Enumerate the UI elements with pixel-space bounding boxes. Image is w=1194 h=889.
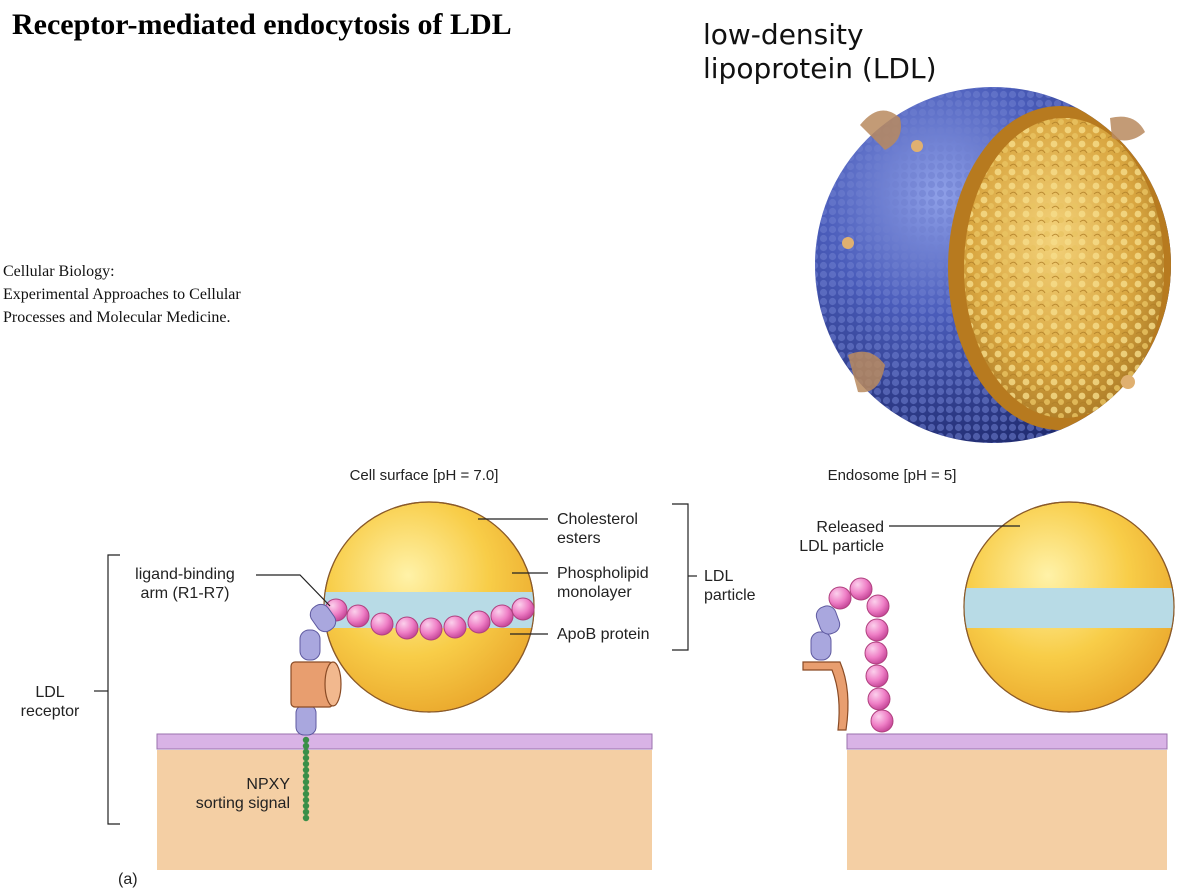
label-ldl-particle-line-1: LDL — [704, 568, 734, 585]
bead-left-9 — [511, 597, 535, 621]
panel-left-header: Cell surface [pH = 7.0] — [350, 467, 499, 484]
ligand-beads-left — [324, 597, 535, 641]
citation: Cellular Biology: Experimental Approache… — [3, 260, 241, 329]
ldl-receptor-right — [802, 577, 894, 733]
receptor-domain-2 — [309, 603, 337, 633]
label-receptor-line-1: LDL — [35, 684, 65, 701]
callout-lines-left — [94, 503, 697, 825]
page-title: Receptor-mediated endocytosis of LDL — [12, 8, 512, 41]
label-npxy-line-1: NPXY — [246, 776, 290, 793]
bead-left-3 — [370, 612, 394, 636]
label-ligand-binding-arm: ligand-binding arm (R1-R7) — [120, 565, 250, 603]
label-released-line-1: Released — [816, 519, 884, 536]
citation-line-1: Cellular Biology: — [3, 263, 115, 280]
figure-label: (a) — [118, 871, 138, 888]
bead-left-2 — [346, 604, 370, 628]
label-ligand-arm-line-2: arm (R1-R7) — [140, 585, 230, 602]
citation-line-2: Experimental Approaches to Cellular — [3, 286, 241, 303]
apob-patch-1 — [860, 110, 901, 150]
label-phospholipid-line-1: Phospholipid — [557, 565, 649, 582]
ldl-receptor-left — [290, 603, 342, 822]
panel-right — [802, 501, 1175, 870]
ldl-knob-2 — [842, 237, 854, 249]
receptor-stalk-lower — [295, 704, 317, 736]
receptor-right-cylinder — [802, 661, 849, 731]
ldl-heading-line-1: low-density — [703, 18, 864, 51]
bead-left-4 — [395, 616, 419, 640]
label-released-line-2: LDL particle — [799, 538, 884, 555]
panel-right-header: Endosome [pH = 5] — [828, 467, 957, 484]
label-phospholipid-line-2: monolayer — [557, 584, 632, 601]
label-cholesterol-esters: Cholesterol esters — [557, 510, 638, 548]
label-ligand-arm-line-1: ligand-binding — [135, 566, 235, 583]
membrane-right — [846, 733, 1168, 750]
ligand-beads-right — [828, 577, 894, 733]
membrane-left — [156, 733, 653, 750]
label-released-ldl-particle: Released LDL particle — [776, 518, 884, 556]
phospholipid-band-right — [964, 588, 1174, 628]
ldl-heading-line-2: lipoprotein (LDL) — [703, 52, 937, 85]
ldl-knob-1 — [911, 140, 923, 152]
receptor-right-domain-1 — [810, 631, 832, 661]
citation-line-3: Processes and Molecular Medicine. — [3, 309, 231, 326]
bead-left-5 — [419, 617, 443, 641]
ldl-core-texture — [964, 118, 1164, 418]
label-ldl-particle: LDL particle — [704, 567, 756, 605]
receptor-right-domain-2 — [815, 605, 841, 635]
bead-left-8 — [490, 604, 514, 628]
bead-left-6 — [443, 615, 467, 639]
label-ldl-particle-line-2: particle — [704, 587, 756, 604]
label-cholesterol-line-2: esters — [557, 530, 601, 547]
label-phospholipid-monolayer: Phospholipid monolayer — [557, 564, 649, 602]
ldl-sphere-illustration — [815, 87, 1171, 443]
ldl-heading: low-density lipoprotein (LDL) — [703, 18, 937, 86]
apob-patch-2 — [848, 351, 885, 393]
receptor-cylinder-cap — [324, 661, 342, 707]
ldl-knob-3 — [1121, 375, 1135, 389]
label-receptor-line-2: receptor — [20, 703, 80, 720]
bead-left-7 — [467, 610, 491, 634]
receptor-domain-1 — [299, 629, 321, 661]
label-npxy-sorting-signal: NPXY sorting signal — [168, 775, 290, 813]
apob-patch-3 — [1110, 116, 1145, 141]
released-particle-outline — [963, 501, 1175, 713]
label-cholesterol-line-1: Cholesterol — [557, 511, 638, 528]
npxy-chain — [302, 736, 310, 822]
label-ldl-receptor: LDL receptor — [10, 683, 90, 721]
label-apob-protein: ApoB protein — [557, 626, 650, 643]
panel-left — [94, 501, 697, 870]
cytoplasm-right — [847, 750, 1167, 870]
cytoplasm-left — [157, 750, 652, 870]
label-npxy-line-2: sorting signal — [195, 795, 290, 812]
